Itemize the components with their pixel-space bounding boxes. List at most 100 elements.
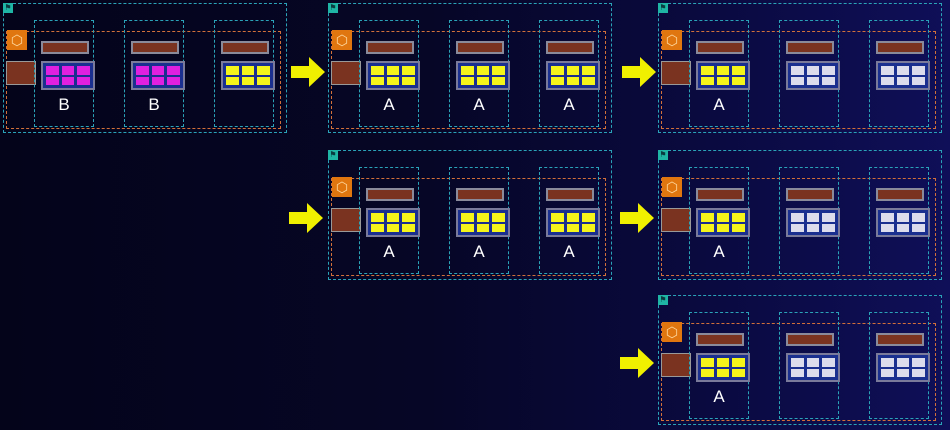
column xyxy=(869,312,930,419)
cell xyxy=(402,76,415,85)
cell xyxy=(822,368,835,377)
side-box xyxy=(6,61,36,85)
cell xyxy=(732,223,745,232)
column xyxy=(869,167,930,274)
column-label: A xyxy=(713,242,725,261)
cell xyxy=(716,213,730,222)
header-bar xyxy=(456,41,504,54)
cell xyxy=(461,223,474,232)
cell xyxy=(551,66,564,75)
cell xyxy=(732,76,745,85)
column: A xyxy=(359,167,420,274)
cell xyxy=(716,66,730,75)
cell xyxy=(46,66,59,75)
cell xyxy=(912,223,925,232)
cell xyxy=(566,66,580,75)
header-bar xyxy=(696,333,744,346)
cell-grid xyxy=(876,353,930,382)
column: A xyxy=(539,20,600,127)
cell xyxy=(716,358,730,367)
column: A xyxy=(359,20,420,127)
cell xyxy=(476,223,490,232)
panel-p5: ⚑⬡A xyxy=(658,150,942,280)
header-bar xyxy=(876,188,924,201)
column: B xyxy=(124,20,185,127)
cell xyxy=(582,223,595,232)
cell xyxy=(701,66,714,75)
cell xyxy=(551,223,564,232)
cell xyxy=(257,76,270,85)
hexagon-icon: ⬡ xyxy=(332,30,352,50)
cell-grid xyxy=(696,208,750,237)
cell xyxy=(791,76,804,85)
cell-grid xyxy=(131,61,185,90)
cell xyxy=(167,76,180,85)
column xyxy=(779,312,840,419)
cell xyxy=(912,358,925,367)
side-box xyxy=(331,61,361,85)
cell xyxy=(701,358,714,367)
cell xyxy=(386,213,400,222)
cell xyxy=(46,76,59,85)
panel-p3: ⚑⬡A xyxy=(658,3,942,133)
cell xyxy=(386,223,400,232)
cell-grid xyxy=(366,61,420,90)
cell xyxy=(806,368,820,377)
cell xyxy=(566,76,580,85)
cell xyxy=(791,213,804,222)
cell xyxy=(881,223,894,232)
column-label: A xyxy=(473,95,485,114)
cell xyxy=(77,66,90,75)
cell xyxy=(806,66,820,75)
hexagon-icon: ⬡ xyxy=(662,177,682,197)
cell-grid xyxy=(41,61,95,90)
cell xyxy=(806,213,820,222)
cell xyxy=(582,76,595,85)
cell-grid xyxy=(786,61,840,90)
cell xyxy=(492,213,505,222)
cell xyxy=(791,66,804,75)
column-label: A xyxy=(713,387,725,406)
column-label: A xyxy=(563,95,575,114)
header-bar xyxy=(876,333,924,346)
cell xyxy=(461,66,474,75)
cell xyxy=(791,358,804,367)
header-bar xyxy=(786,41,834,54)
cell xyxy=(551,213,564,222)
header-bar xyxy=(366,188,414,201)
column-label: A xyxy=(713,95,725,114)
column: A xyxy=(449,20,510,127)
cell xyxy=(701,368,714,377)
cell xyxy=(716,76,730,85)
header-bar xyxy=(546,41,594,54)
cell xyxy=(822,66,835,75)
cell-grid xyxy=(696,353,750,382)
cell xyxy=(806,223,820,232)
cell-grid xyxy=(456,61,510,90)
cell-grid xyxy=(876,208,930,237)
header-bar xyxy=(366,41,414,54)
column: A xyxy=(539,167,600,274)
cell-grid xyxy=(456,208,510,237)
cell xyxy=(881,368,894,377)
cell-grid xyxy=(786,208,840,237)
header-bar xyxy=(456,188,504,201)
cell xyxy=(226,66,239,75)
column-label: B xyxy=(58,95,70,114)
cell xyxy=(492,76,505,85)
column-label: A xyxy=(563,242,575,261)
cell xyxy=(61,76,75,85)
flag-icon: ⚑ xyxy=(658,3,668,13)
side-box xyxy=(661,353,691,377)
cell xyxy=(912,76,925,85)
column: A xyxy=(689,312,750,419)
cell xyxy=(896,223,910,232)
cell xyxy=(701,213,714,222)
cell xyxy=(371,223,384,232)
column: B xyxy=(34,20,95,127)
cell xyxy=(566,213,580,222)
cell xyxy=(371,213,384,222)
arrow-right-icon xyxy=(620,203,654,233)
